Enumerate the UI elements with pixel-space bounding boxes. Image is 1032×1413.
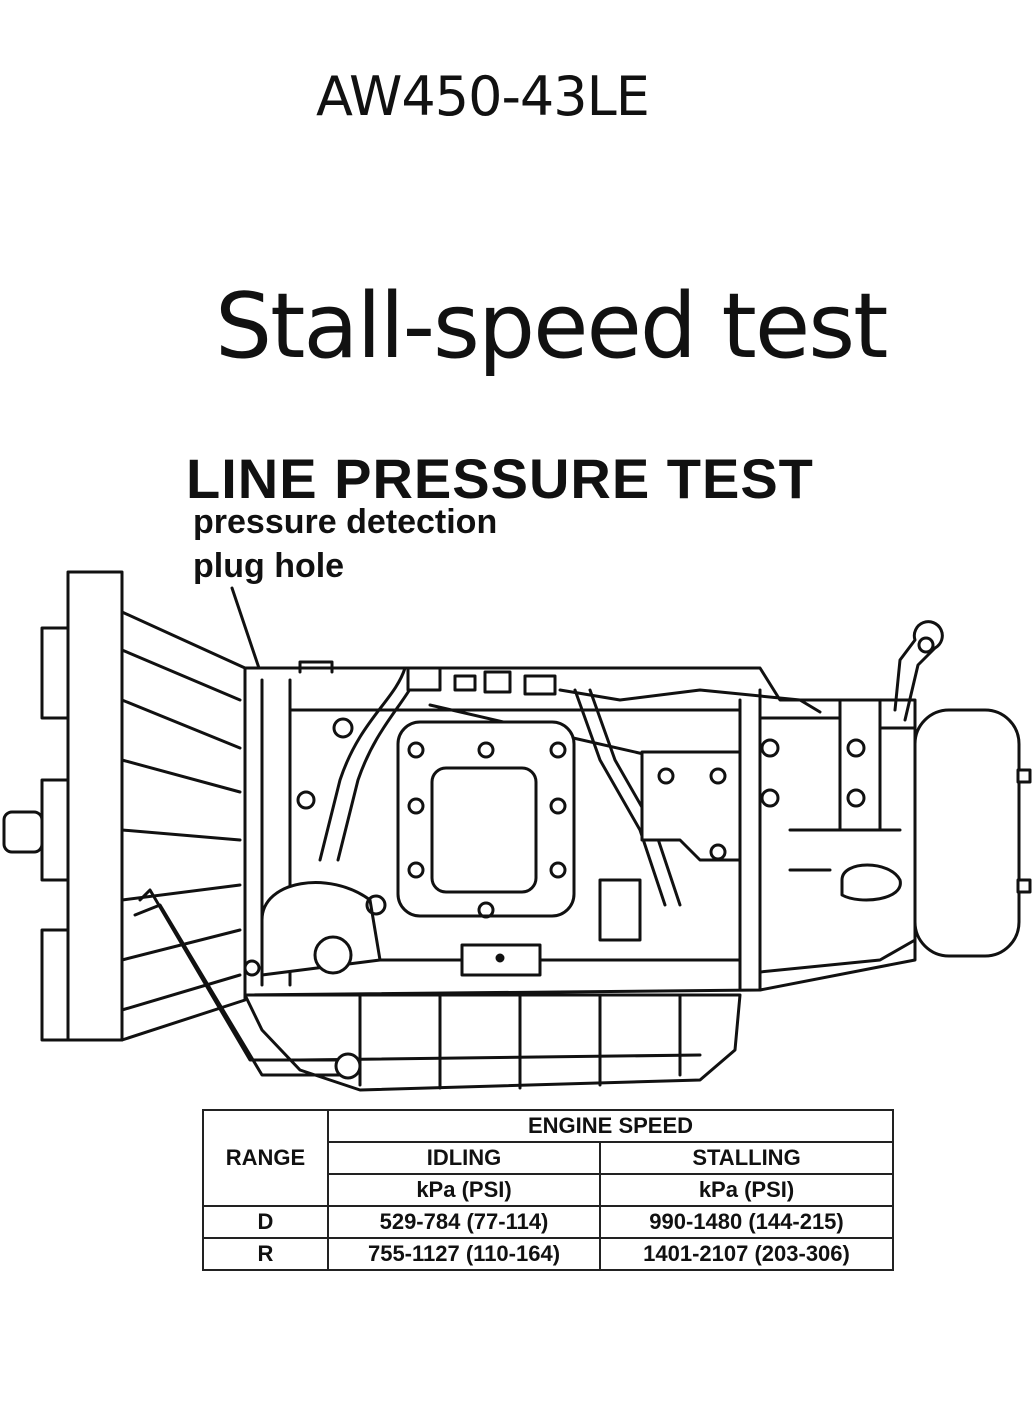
stalling-column-header: STALLING xyxy=(598,1141,895,1175)
front-flange xyxy=(66,570,124,1042)
callout-label-line-1: pressure detection xyxy=(193,503,498,541)
table-row: D 529-784 (77-114) 990-1480 (144-215) xyxy=(202,1205,895,1239)
range-cell: R xyxy=(202,1237,329,1271)
filler-tube xyxy=(138,888,347,1062)
stalling-unit: kPa (PSI) xyxy=(598,1173,895,1207)
table-unit-row: kPa (PSI) kPa (PSI) xyxy=(203,1173,895,1207)
callout-label-line-2: plug hole xyxy=(193,547,345,585)
model-code: AW450-43LE xyxy=(316,65,650,128)
table-row: R 755-1127 (110-164) 1401-2107 (203-306) xyxy=(202,1237,895,1271)
stalling-cell: 990-1480 (144-215) xyxy=(598,1205,895,1239)
engine-speed-header: ENGINE SPEED xyxy=(326,1109,895,1143)
range-column-header: RANGE xyxy=(202,1109,329,1207)
stalling-cell: 1401-2107 (203-306) xyxy=(598,1237,895,1271)
transmission-diagram xyxy=(2,570,1032,1092)
idling-column-header: IDLING xyxy=(327,1141,601,1175)
line-pressure-spec-table: RANGE ENGINE SPEED IDLING STALLING kPa (… xyxy=(202,1109,895,1271)
figure-heading: LINE PRESSURE TEST xyxy=(186,447,814,510)
range-cell: D xyxy=(202,1205,329,1239)
idling-cell: 755-1127 (110-164) xyxy=(327,1237,601,1271)
output-flange xyxy=(913,708,1021,958)
extension-housing xyxy=(758,698,917,974)
bell-housing xyxy=(120,610,247,1042)
page-title: Stall-speed test xyxy=(215,274,888,379)
table-header-row: RANGE ENGINE SPEED xyxy=(202,1109,895,1207)
idling-cell: 529-784 (77-114) xyxy=(327,1205,601,1239)
table-subheader-row: IDLING STALLING xyxy=(203,1141,895,1175)
idling-unit: kPa (PSI) xyxy=(327,1173,601,1207)
oil-pan xyxy=(243,993,742,1092)
